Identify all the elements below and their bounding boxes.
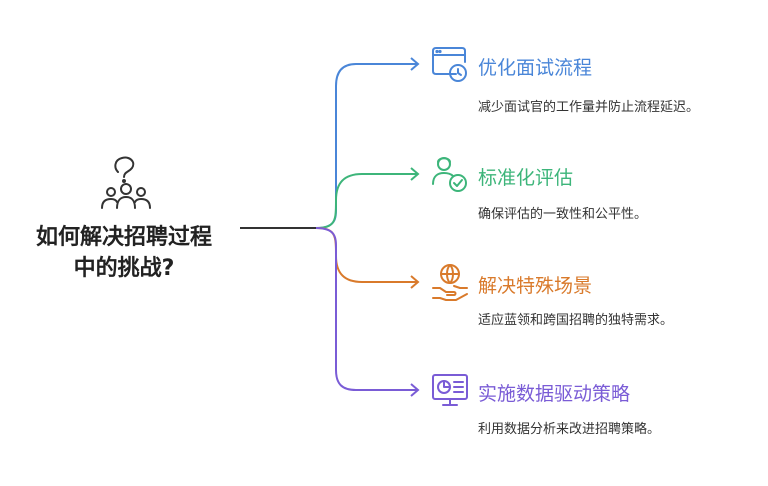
monitor-chart-icon <box>432 374 468 406</box>
connector-branch-4 <box>315 227 418 391</box>
arrow-head-2 <box>410 167 420 181</box>
connector-branch-1 <box>315 63 418 229</box>
arrow-head-1 <box>410 57 420 71</box>
global-handshake-icon <box>432 264 468 301</box>
connector-branch-3 <box>315 227 418 283</box>
connector-branch-2 <box>315 173 418 229</box>
person-check-icon <box>432 157 467 192</box>
arrow-head-4 <box>410 383 420 397</box>
branch-desc-2: 确保评估的一致性和公平性。 <box>478 207 648 222</box>
people-question-icon <box>101 156 151 209</box>
branch-title-4: 实施数据驱动策略 <box>478 383 631 405</box>
branch-title-1: 优化面试流程 <box>478 57 593 79</box>
branch-desc-1: 减少面试官的工作量并防止流程延迟。 <box>478 100 700 115</box>
branch-desc-4: 利用数据分析来改进招聘策略。 <box>478 422 661 437</box>
arrow-head-3 <box>410 275 420 289</box>
calendar-clock-icon <box>432 47 467 82</box>
root-title: 如何解决招聘过程 中的挑战? <box>35 225 212 281</box>
branch-title-2: 标准化评估 <box>478 167 574 189</box>
branch-title-3: 解决特殊场景 <box>478 275 593 297</box>
branch-desc-3: 适应蓝领和跨国招聘的独特需求。 <box>478 313 674 328</box>
